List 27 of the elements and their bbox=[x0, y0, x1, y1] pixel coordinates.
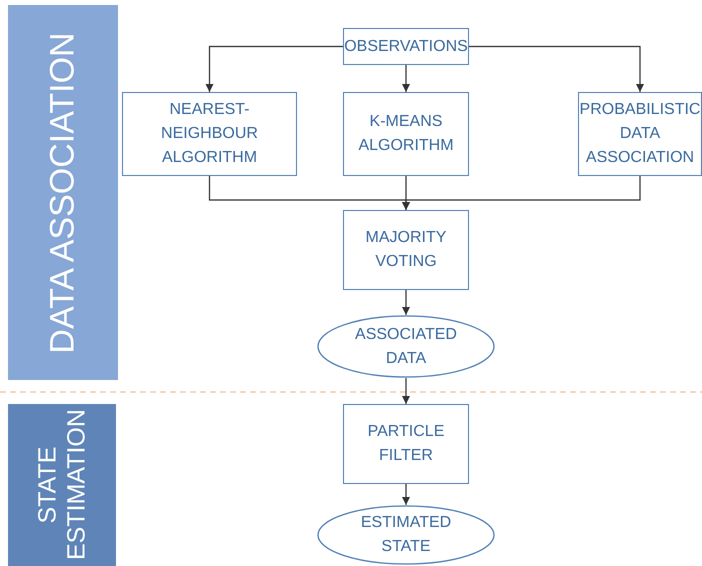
section-title: DATA ASSOCIATION bbox=[43, 30, 82, 356]
connector-arrow bbox=[206, 46, 343, 92]
data-ellipse bbox=[317, 315, 495, 378]
process-box bbox=[343, 210, 469, 290]
connector-arrow bbox=[402, 378, 410, 404]
node-label: ASSOCIATED DATA bbox=[354, 324, 458, 368]
process-box bbox=[343, 28, 469, 65]
node-label: MAJORITY VOTING bbox=[364, 228, 448, 272]
process-box bbox=[578, 92, 702, 176]
node-label: K-MEANS ALGORITHM bbox=[357, 112, 455, 156]
section-band bbox=[8, 5, 118, 380]
process-box bbox=[343, 92, 469, 176]
node-label: PARTICLE FILTER bbox=[366, 422, 446, 466]
node-label: OBSERVATIONS bbox=[343, 36, 469, 56]
section-band bbox=[8, 404, 116, 566]
data-ellipse bbox=[317, 505, 495, 565]
process-box bbox=[122, 92, 297, 176]
connector-arrow bbox=[402, 65, 410, 92]
node-label: PROBABILISTIC DATA ASSOCIATION bbox=[578, 100, 702, 168]
section-title: STATE ESTIMATION bbox=[33, 410, 91, 560]
node-label: ESTIMATED STATE bbox=[360, 513, 452, 557]
connector-arrow bbox=[402, 176, 641, 210]
connector-arrow bbox=[402, 484, 410, 505]
connector-arrow bbox=[402, 290, 410, 315]
connector-arrow bbox=[469, 46, 644, 92]
node-label: NEAREST-NEIGHBOUR ALGORITHM bbox=[160, 100, 259, 168]
process-box bbox=[343, 404, 469, 484]
